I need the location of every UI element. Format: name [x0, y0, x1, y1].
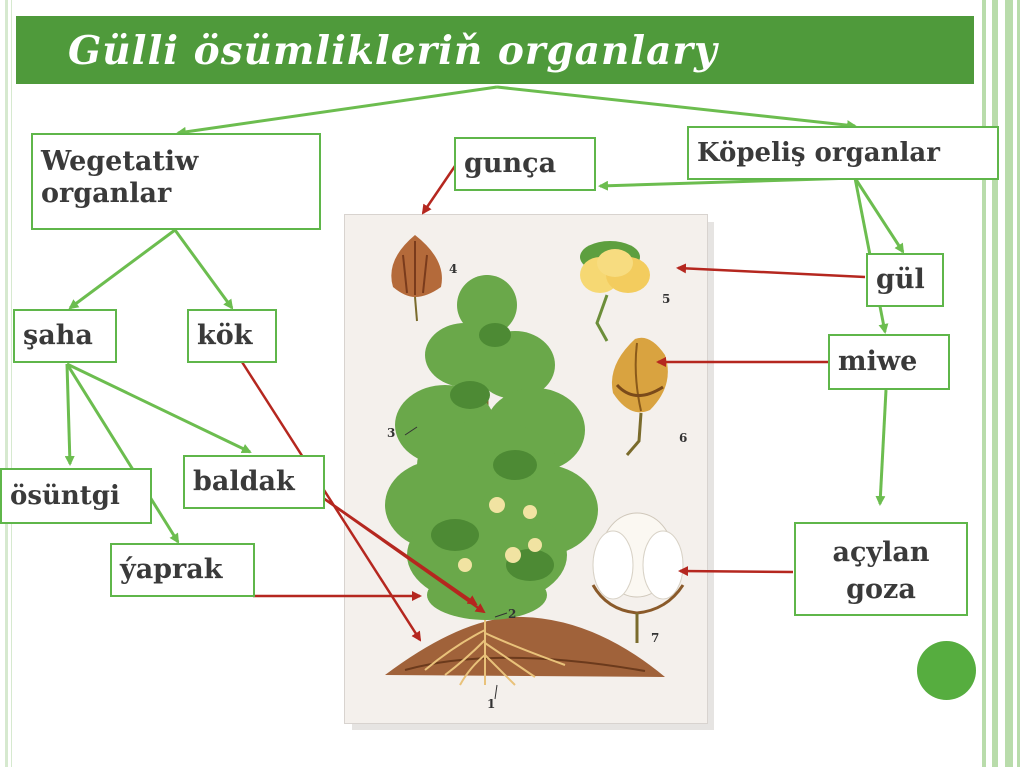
figure-number-5: 5	[662, 292, 671, 306]
boll-drawing	[611, 337, 668, 456]
label-root: kök	[187, 309, 277, 363]
soil-mound	[385, 616, 665, 677]
slide-title: Gülli ösümlikleriň organlary	[68, 28, 718, 74]
figure-number-1: 1	[487, 697, 496, 711]
left-decorative-rule	[0, 0, 16, 767]
figure-number-3: 3	[387, 426, 396, 440]
flower-drawing	[580, 241, 650, 342]
open-boll-drawing	[591, 512, 685, 643]
label-flower: gül	[866, 253, 944, 307]
label-leaf: ýaprak	[110, 543, 255, 597]
label-stem: baldak	[183, 455, 325, 509]
figure-number-4: 4	[449, 262, 458, 276]
figure-number-6: 6	[679, 431, 688, 445]
label-open-boll: açylan goza	[794, 522, 968, 616]
label-vegetative-organs: Wegetatiw organlar	[31, 133, 321, 230]
label-sprout: ösüntgi	[0, 468, 152, 524]
title-bar	[16, 16, 974, 84]
bud-drawing	[391, 235, 442, 322]
figure-number-2: 2	[508, 607, 517, 621]
label-bud: gunça	[454, 137, 596, 191]
label-shoot: şaha	[13, 309, 117, 363]
label-fruit: miwe	[828, 334, 950, 390]
cotton-plant-illustration	[344, 214, 708, 724]
figure-number-7: 7	[651, 631, 660, 645]
cotton-plant-drawing	[385, 235, 685, 700]
decorative-green-circle	[917, 641, 976, 700]
root-system	[424, 619, 566, 686]
label-reproductive-organs: Köpeliş organlar	[687, 126, 999, 180]
